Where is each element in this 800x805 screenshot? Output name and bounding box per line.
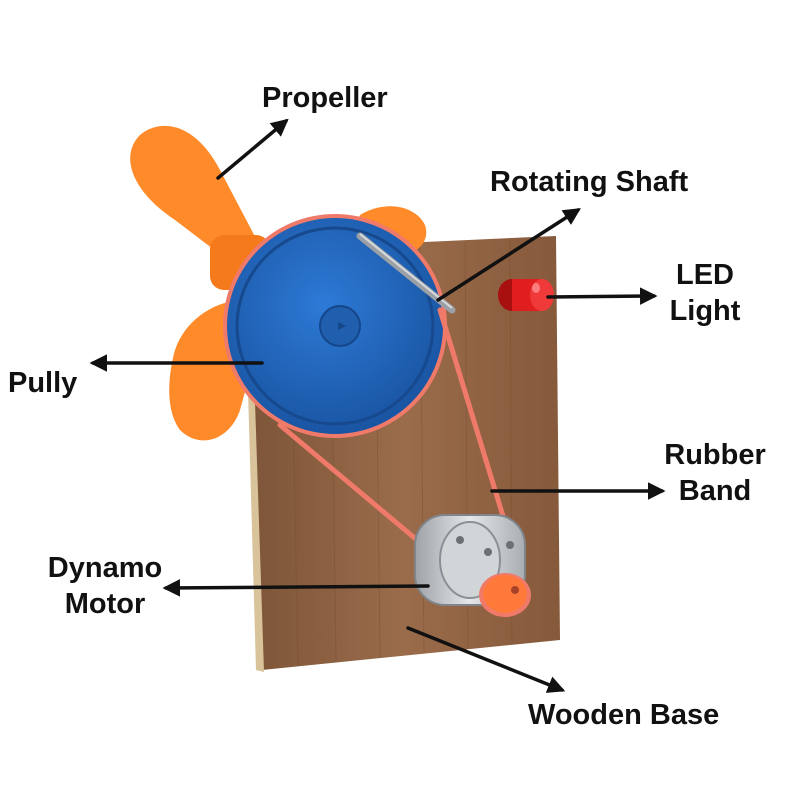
pully-label: Pully [8, 367, 78, 399]
propeller-arrow [216, 118, 289, 180]
dynamo-motor-label: Dynamo Motor [30, 550, 180, 622]
wooden-base-label: Wooden Base [528, 699, 720, 731]
pulley-wheel [223, 214, 447, 438]
led-light-label-line1: LED [676, 259, 734, 291]
dynamo-motor-label-line2: Motor [64, 588, 146, 620]
dynamo-motor-arrow [162, 579, 430, 597]
rubber-band-label: Rubber Band [650, 437, 780, 509]
wooden-base-arrow [406, 626, 566, 693]
rubber-band-label-line2: Band [678, 475, 752, 507]
dynamo-motor-label-line1: Dynamo [47, 552, 163, 584]
led-light-arrow [546, 287, 658, 305]
rubber-band-label-line1: Rubber [664, 439, 766, 471]
rotating-shaft-label: Rotating Shaft [490, 166, 689, 198]
rotating-shaft [356, 232, 456, 314]
rotating-shaft-arrow [436, 208, 581, 302]
dynamo-motor [414, 514, 531, 617]
arrows [89, 118, 666, 693]
led-light-label-line2: Light [669, 295, 741, 327]
led-light [498, 279, 554, 311]
led-light-label: LED Light [645, 257, 765, 329]
propeller-label: Propeller [262, 82, 388, 114]
